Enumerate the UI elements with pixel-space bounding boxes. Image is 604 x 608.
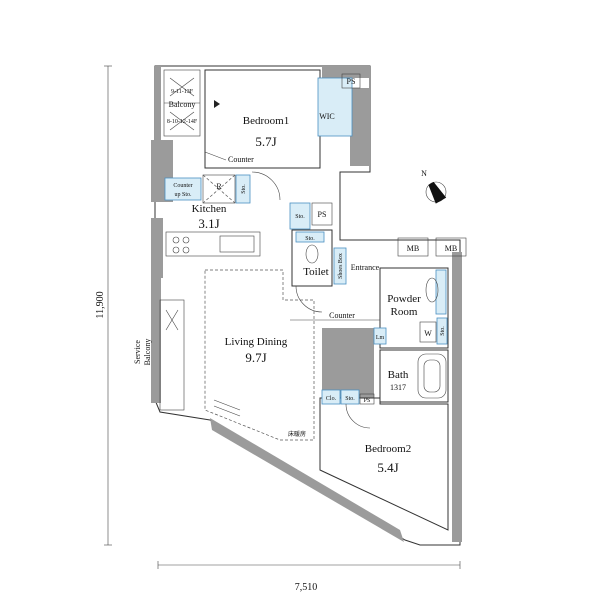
mb-label-2: MB bbox=[445, 244, 457, 253]
north-compass bbox=[425, 181, 447, 204]
kitchen-area: 3.1J bbox=[198, 216, 219, 231]
structural-walls bbox=[151, 66, 462, 542]
toilet-storage bbox=[295, 231, 325, 243]
kitchen-sto-label: Sto. bbox=[241, 184, 247, 194]
ps-box-middle bbox=[311, 202, 333, 226]
washer-sto-label: Sto. bbox=[440, 326, 446, 336]
toilet-outline bbox=[291, 229, 333, 287]
bedroom2-sto-label: Sto. bbox=[345, 396, 355, 402]
bath-label: Bath bbox=[388, 369, 409, 381]
bath-size-label: 1317 bbox=[390, 383, 406, 392]
toilet-label: Toilet bbox=[303, 266, 329, 278]
counter-up-storage bbox=[164, 177, 202, 201]
counter-sto-label2: up Sto. bbox=[174, 192, 192, 198]
north-label: N bbox=[421, 169, 427, 178]
refrigerator-label: R bbox=[216, 182, 222, 191]
stove-burner-icon bbox=[182, 236, 190, 244]
bath-outline bbox=[379, 349, 449, 403]
wic-closet bbox=[317, 77, 353, 137]
stove-burner-icon bbox=[172, 236, 180, 244]
counter-label-bottom: Counter bbox=[329, 311, 355, 320]
service-balcony-label-2: Balcony bbox=[143, 339, 152, 366]
height-dimension: 11,900 bbox=[95, 291, 106, 318]
ps-label-bottom: PS bbox=[364, 398, 371, 404]
ps-label-middle: PS bbox=[318, 210, 327, 219]
door-swing-icon bbox=[251, 171, 281, 201]
bedroom2-outline bbox=[319, 397, 449, 531]
service-balcony-label-1: Service bbox=[133, 340, 142, 364]
door-swing-icon bbox=[345, 403, 371, 429]
balcony-note-lower: 8-10-12-14F bbox=[167, 119, 198, 125]
bathtub-icon bbox=[417, 353, 447, 399]
powder-label: Powder bbox=[387, 293, 421, 305]
balcony-label: Balcony bbox=[169, 100, 196, 109]
shoes-box-label: Shoes Box bbox=[338, 253, 344, 279]
washbasin-icon bbox=[425, 277, 439, 303]
width-dimension: 7,510 bbox=[295, 582, 318, 593]
outer-wall bbox=[154, 65, 461, 546]
door-arrow-icon bbox=[214, 100, 220, 108]
dimension-lines bbox=[104, 65, 461, 569]
counter-sto-label1: Counter bbox=[173, 183, 192, 189]
linen-storage bbox=[373, 327, 387, 345]
meter-box-2 bbox=[435, 237, 467, 257]
clo-label: Clo. bbox=[326, 396, 337, 402]
refrigerator-space bbox=[202, 174, 236, 204]
ps-box-top bbox=[341, 73, 361, 89]
bedroom2-area: 5.4J bbox=[377, 460, 398, 475]
toilet-sto-label: Sto. bbox=[305, 236, 315, 242]
washer-storage bbox=[436, 317, 448, 345]
powder-label-2: Room bbox=[391, 306, 418, 318]
bedroom1-area: 5.7J bbox=[255, 134, 276, 149]
meter-box-1 bbox=[397, 237, 429, 257]
kitchen-sink-icon bbox=[219, 235, 255, 253]
corridor-sto-label: Sto. bbox=[295, 214, 305, 220]
floor-heating-label: 床暖房 bbox=[288, 430, 306, 438]
corridor-storage bbox=[289, 202, 311, 230]
powder-storage bbox=[435, 269, 447, 315]
stove-burner-icon bbox=[182, 246, 190, 254]
lm-label: Lm bbox=[376, 335, 385, 341]
floor-heating-zone bbox=[204, 269, 315, 441]
service-balcony-area bbox=[159, 299, 185, 411]
wic-label: WIC bbox=[319, 112, 335, 121]
kitchen-counter bbox=[165, 231, 261, 257]
living-area: 9.7J bbox=[245, 350, 266, 365]
counter-label-top: Counter bbox=[228, 155, 254, 164]
ps-label-top: PS bbox=[347, 77, 356, 86]
living-label: Living Dining bbox=[225, 336, 288, 348]
washer-space bbox=[419, 321, 437, 343]
closet-storage bbox=[321, 389, 341, 405]
powder-room-outline bbox=[379, 267, 449, 349]
ps-box-bottom bbox=[359, 393, 375, 405]
bedroom2-storage bbox=[340, 389, 360, 405]
toilet-bowl-icon bbox=[305, 244, 319, 264]
mb-label-1: MB bbox=[407, 244, 419, 253]
balcony-note-upper: 9-11-13F bbox=[171, 89, 194, 95]
door-swing-icon bbox=[295, 285, 323, 313]
washer-label: W bbox=[424, 329, 432, 338]
entrance-label: Entrance bbox=[351, 263, 380, 272]
shoes-box bbox=[333, 247, 347, 285]
kitchen-storage bbox=[235, 174, 251, 204]
stove-burner-icon bbox=[172, 246, 180, 254]
kitchen-label: Kitchen bbox=[192, 203, 227, 215]
bedroom1-label: Bedroom1 bbox=[243, 115, 289, 127]
bedroom2-label: Bedroom2 bbox=[365, 443, 411, 455]
